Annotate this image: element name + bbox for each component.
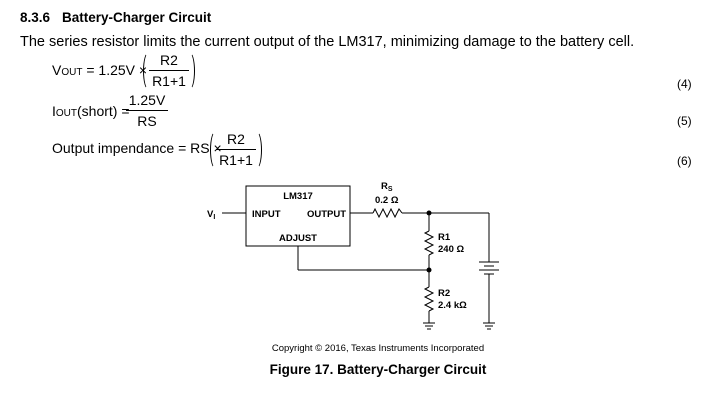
equation-4-number: (4)	[677, 77, 692, 91]
equation-5-numerator: 1.25V	[128, 92, 166, 108]
intro-paragraph: The series resistor limits the current o…	[20, 34, 635, 50]
rs-value-label: 0.2 Ω	[375, 195, 399, 206]
rs-label: RS	[381, 181, 393, 193]
equation-5-number: (5)	[677, 114, 692, 128]
ic-name-label: LM317	[283, 191, 313, 202]
r2-resistor-symbol	[423, 286, 435, 312]
r2-label: R2	[438, 288, 450, 299]
ic-input-label: INPUT	[252, 209, 281, 220]
equation-6-lhs: Output impendance = RS ×	[52, 140, 222, 156]
equation-4-denominator: R1+1	[152, 73, 186, 89]
equation-6-number: (6)	[677, 154, 692, 168]
equation-4-numerator: R2	[160, 52, 178, 68]
copyright-notice: Copyright © 2016, Texas Instruments Inco…	[271, 343, 485, 354]
equation-4-lhs: VOUT = 1.25V ×	[52, 62, 148, 78]
junction-dot-adjust	[426, 267, 432, 273]
equation-6-left-paren	[210, 131, 219, 169]
r2-value-label: 2.4 kΩ	[438, 300, 467, 311]
vin-label: VI	[207, 209, 215, 221]
equation-4-fraction: R2 R1+1	[149, 52, 189, 90]
equation-6-denominator: R1+1	[219, 152, 253, 168]
ic-adjust-label: ADJUST	[279, 233, 317, 244]
equation-4-left-paren	[143, 52, 152, 90]
junction-dot-top	[426, 210, 432, 216]
r1-value-label: 240 Ω	[438, 244, 464, 255]
figure-caption: Figure 17. Battery-Charger Circuit	[269, 362, 487, 377]
equation-5-fraction: 1.25V RS	[126, 92, 168, 130]
section-title: Battery-Charger Circuit	[62, 10, 212, 25]
rs-resistor-symbol	[372, 207, 403, 219]
equation-6-right-paren	[253, 131, 262, 169]
r1-label: R1	[438, 232, 451, 243]
equation-4-right-paren	[186, 52, 195, 90]
equation-6-numerator: R2	[227, 131, 245, 147]
equation-5-lhs: IOUT(short) =	[52, 103, 130, 119]
equation-6-fraction: R2 R1+1	[216, 131, 256, 169]
r1-resistor-symbol	[423, 230, 435, 256]
section-number: 8.3.6	[20, 10, 51, 25]
ic-output-label: OUTPUT	[307, 209, 346, 220]
equation-5-denominator: RS	[137, 113, 157, 129]
